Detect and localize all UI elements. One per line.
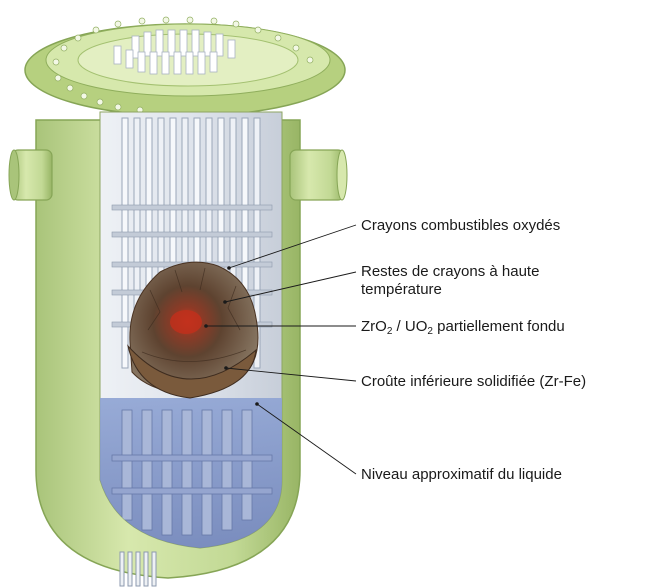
label-molten-uo: / UO <box>392 318 427 335</box>
control-rod-drives <box>114 30 235 74</box>
label-molten-zro: ZrO <box>361 318 387 335</box>
label-molten: ZrO2 / UO2 partiellement fondu <box>361 318 565 337</box>
molten-core <box>170 310 202 334</box>
inlet-nozzle-left <box>9 150 52 200</box>
label-hot-remnants-line2: température <box>361 281 442 298</box>
outlet-nozzle-right <box>290 150 347 200</box>
label-molten-rest: partiellement fondu <box>433 318 565 335</box>
label-hot-remnants: Restes de crayons à haute température <box>361 263 544 298</box>
label-hot-remnants-line1: Restes de crayons à haute <box>361 263 539 280</box>
label-oxidized-rods: Crayons combustibles oxydés <box>361 217 560 234</box>
label-crust: Croûte inférieure solidifiée (Zr-Fe) <box>361 373 586 390</box>
label-liquid-level: Niveau approximatif du liquide <box>361 466 562 483</box>
